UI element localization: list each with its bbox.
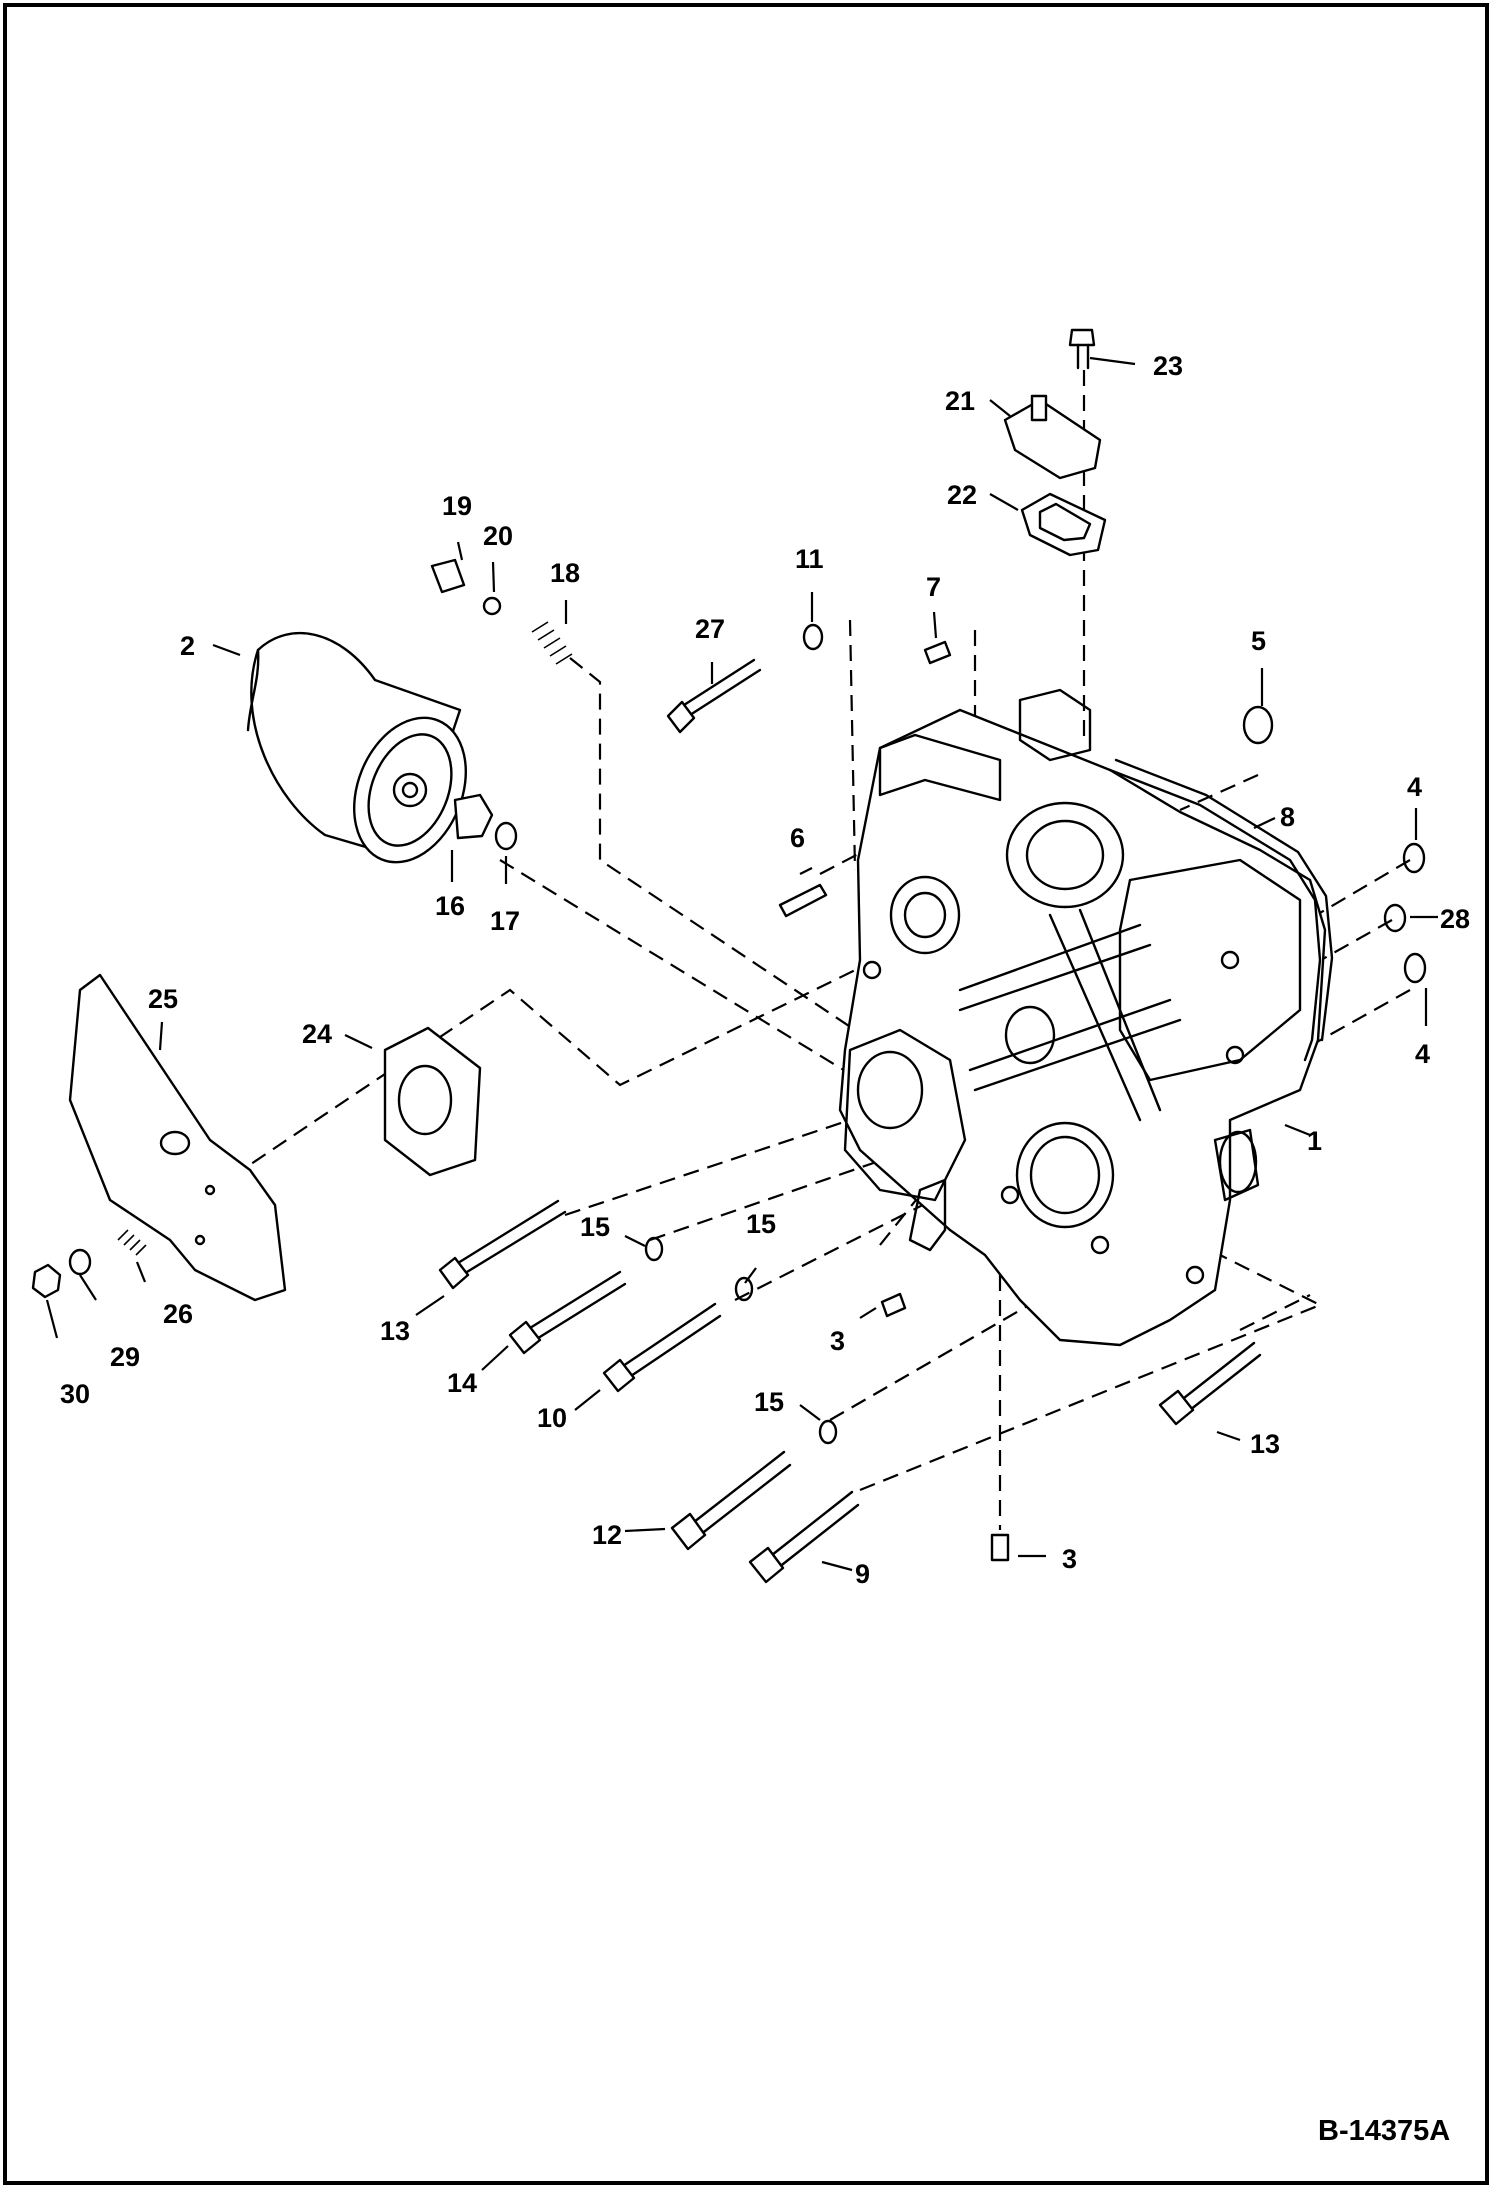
figure-reference: B-14375A: [1318, 2115, 1450, 2147]
callout-8: 8: [1280, 802, 1295, 832]
nipple-16: [453, 793, 494, 840]
gasket-22: [1020, 492, 1107, 557]
washer-11: [802, 623, 824, 651]
callout-9: 9: [855, 1559, 870, 1589]
bolt-10: [602, 1302, 722, 1393]
bolt-6: [778, 883, 828, 918]
gasket-8: [1108, 768, 1322, 1062]
washer-15-c: [818, 1419, 838, 1445]
callouts: 23 21 22 19 20 18 11 7 27 5 2 8 6 4 16 1…: [60, 351, 1470, 1589]
callout-21: 21: [945, 386, 975, 416]
o-ring-4-lower: [1403, 952, 1427, 984]
callout-27: 27: [695, 614, 725, 644]
gasket-24: [383, 1026, 482, 1177]
callout-14: 14: [447, 1368, 477, 1398]
callout-12: 12: [592, 1520, 622, 1550]
o-ring-5: [1242, 705, 1274, 745]
washer-15-b: [734, 1276, 754, 1302]
callout-5: 5: [1251, 626, 1266, 656]
ball-20: [482, 596, 502, 616]
callout-10: 10: [537, 1403, 567, 1433]
bolt-9: [748, 1490, 860, 1584]
callout-1: 1: [1307, 1126, 1322, 1156]
plate-21: [1003, 398, 1102, 480]
bolt-23: [1068, 328, 1096, 370]
bolt-27: [666, 658, 762, 734]
leader-lines: [45, 356, 1438, 1572]
dowel-7: [923, 640, 952, 665]
callout-19: 19: [442, 491, 472, 521]
callout-25: 25: [148, 984, 178, 1014]
callout-22: 22: [947, 480, 977, 510]
bolt-13-upper: [438, 1199, 567, 1290]
plate-25: [68, 973, 287, 1302]
callout-15-a: 15: [580, 1212, 610, 1242]
callout-3-upper: 3: [830, 1326, 845, 1356]
callout-20: 20: [483, 521, 513, 551]
oil-filter: [246, 631, 468, 864]
nut-30: [31, 1263, 62, 1299]
o-ring-28: [1383, 903, 1407, 933]
stud-26: [117, 1229, 147, 1256]
o-ring-17: [494, 821, 518, 851]
dowel-3-lower: [990, 1533, 1010, 1562]
bolt-12: [670, 1450, 792, 1551]
callout-23: 23: [1153, 351, 1183, 381]
callout-24: 24: [302, 1019, 332, 1049]
callout-13-lower: 13: [1250, 1429, 1280, 1459]
callout-28: 28: [1440, 904, 1470, 934]
callout-13-upper: 13: [380, 1316, 410, 1346]
callout-26: 26: [163, 1299, 193, 1329]
callout-2: 2: [180, 631, 195, 661]
callout-17: 17: [490, 906, 520, 936]
plug-19: [430, 558, 466, 594]
callout-30: 30: [60, 1379, 90, 1409]
callout-18: 18: [550, 558, 580, 588]
bolt-14: [508, 1270, 627, 1355]
washer-29: [68, 1248, 92, 1276]
bolt-13-lower: [1158, 1341, 1262, 1426]
washer-15-a: [644, 1236, 664, 1262]
dowel-3-upper: [880, 1292, 907, 1318]
callout-6: 6: [790, 823, 805, 853]
gear-case: [838, 688, 1327, 1347]
callout-16: 16: [435, 891, 465, 921]
callout-15-c: 15: [754, 1387, 784, 1417]
callout-4-lower: 4: [1415, 1039, 1430, 1069]
spring-18: [531, 621, 573, 665]
callout-29: 29: [110, 1342, 140, 1372]
o-ring-4-upper: [1402, 842, 1426, 874]
callout-4-upper: 4: [1407, 772, 1422, 802]
callout-11: 11: [795, 544, 824, 574]
diagram-border: [3, 3, 1489, 2185]
plate-21-spigot: [1030, 394, 1048, 422]
callout-3-lower: 3: [1062, 1544, 1077, 1574]
callout-15-b: 15: [746, 1209, 776, 1239]
callout-7: 7: [926, 572, 941, 602]
